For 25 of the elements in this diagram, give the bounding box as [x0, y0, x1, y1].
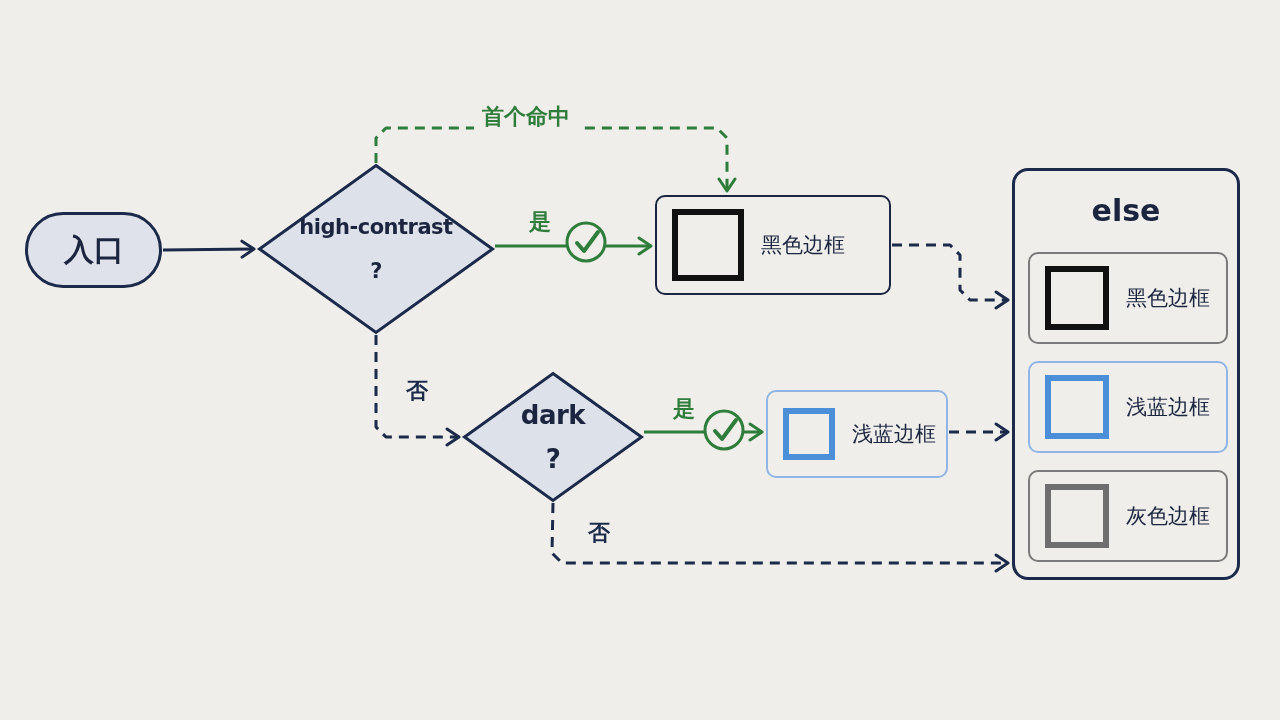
group-panel — [1012, 168, 1240, 580]
option-box — [655, 195, 891, 295]
node-label: 灰色边框 — [1126, 503, 1210, 530]
option-box — [1028, 252, 1228, 344]
arrow — [163, 239, 256, 259]
option-box — [1028, 470, 1228, 562]
node-label: high-contrast ? — [298, 214, 454, 285]
arrow — [374, 335, 461, 447]
node-label: dark ? — [519, 399, 587, 476]
option-box — [1028, 361, 1228, 453]
node-label: 黑色边框 — [761, 232, 845, 259]
node-label: 黑色边框 — [1126, 285, 1210, 312]
option-box — [766, 390, 948, 478]
node-label: 浅蓝边框 — [1126, 394, 1210, 421]
decision-diamond — [258, 164, 494, 334]
arrow — [892, 243, 1010, 310]
arrow — [550, 502, 1010, 573]
decision-diamond — [463, 372, 643, 502]
group-title: else — [1091, 193, 1161, 228]
arrow — [644, 422, 764, 442]
node-label: 入口 — [63, 230, 124, 269]
arrow — [495, 236, 653, 256]
edge-label: 首个命中 — [474, 102, 578, 132]
arrow — [949, 422, 1010, 442]
node-label: 浅蓝边框 — [852, 421, 936, 448]
